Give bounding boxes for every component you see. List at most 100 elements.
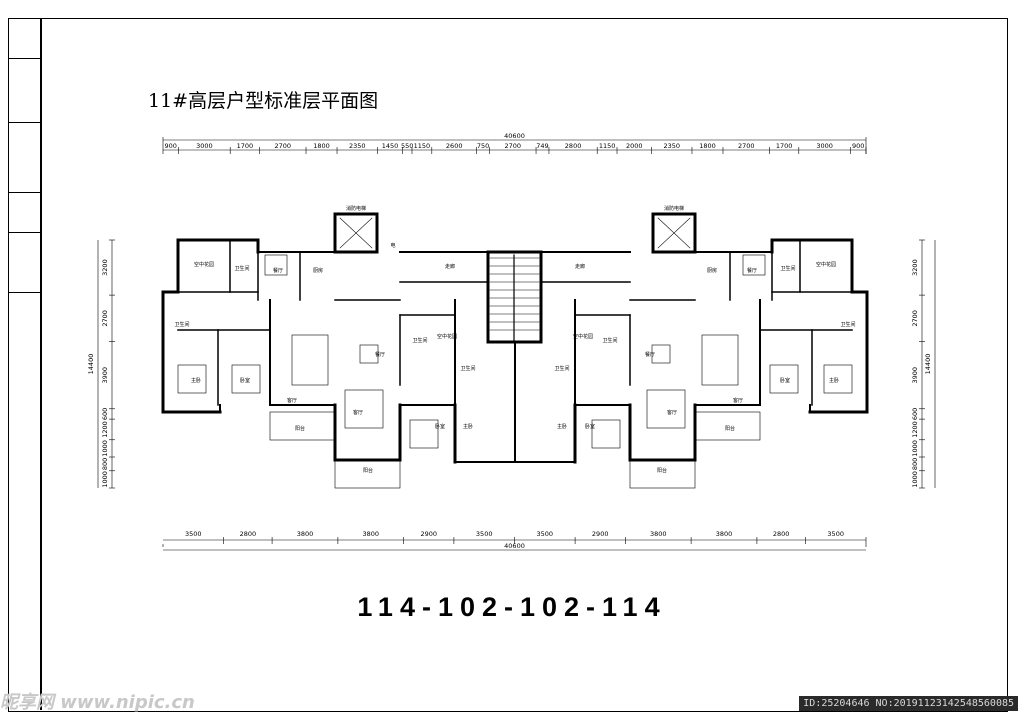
table-outline [742, 254, 766, 276]
bottom-dimension-label: 2800 [773, 530, 790, 538]
left-dimension-label: 3200 [101, 259, 109, 276]
elevator-shaft [333, 212, 379, 254]
room-label-balcony: 阳台 [657, 467, 667, 474]
bottom-dimension-label: 3500 [476, 530, 493, 538]
bottom-dimension-label: 3800 [297, 530, 314, 538]
room-label-air-garden: 空中花园 [194, 261, 214, 268]
unit-code: 114-102-102-114 [357, 592, 667, 622]
room-label-master-bedroom: 主卧 [829, 377, 839, 384]
room-label-dining: 餐厅 [273, 267, 283, 274]
top-dimension-label: 2700 [274, 142, 291, 150]
room-label-living: 客厅 [667, 409, 677, 416]
room-label-bathroom: 卫生间 [554, 365, 569, 372]
room-label-bathroom: 卫生间 [780, 265, 795, 272]
room-label-kitchen: 厨房 [707, 267, 717, 274]
room-label-bathroom: 卫生间 [460, 365, 475, 372]
room-label-bathroom: 卫生间 [840, 321, 855, 328]
elevator-label: 消防电梯 [664, 205, 684, 212]
bed-outline [177, 364, 207, 394]
elevator-cross [657, 217, 691, 249]
right-dimension-label: 3900 [911, 367, 919, 384]
table-outline [651, 344, 671, 364]
title-block [8, 18, 40, 710]
room-label-air-garden: 空中花园 [437, 333, 457, 340]
top-dimension-label: 1150 [414, 142, 431, 150]
bottom-dimension-label: 3500 [827, 530, 844, 538]
bottom-dimension-label: 2900 [421, 530, 438, 538]
room-label-living: 客厅 [287, 397, 297, 404]
drawing-frame [8, 18, 1008, 712]
top-dimension-label: 2600 [446, 142, 463, 150]
title-block-cell [8, 58, 40, 123]
room-label-living: 客厅 [733, 397, 743, 404]
room-label-living: 客厅 [353, 409, 363, 416]
room-label-air-garden: 空中花园 [816, 261, 836, 268]
bed-outline [231, 364, 261, 394]
room-label-bedroom: 卧室 [585, 423, 595, 430]
right-dimension-label: 800 [911, 458, 919, 470]
room-label-bedroom: 卧室 [435, 423, 445, 430]
bottom-dimension-total-label: 40600 [504, 542, 525, 550]
sofa-outline [701, 334, 739, 386]
top-dimension-label: 900 [165, 142, 177, 150]
top-dimension-label: 550 [401, 142, 413, 150]
top-dimension-label: 1700 [237, 142, 254, 150]
room-label-bathroom: 卫生间 [174, 321, 189, 328]
sofa-outline [291, 334, 329, 386]
title-block-cell [8, 18, 40, 59]
table-outline [359, 344, 379, 364]
balcony-outline [694, 411, 761, 441]
balcony-outline [269, 411, 336, 441]
sofa-outline [646, 389, 686, 429]
elevator-cross [339, 217, 373, 249]
walls [161, 212, 869, 489]
balcony-outline [334, 459, 401, 489]
elevator-shaft [651, 212, 697, 254]
room-label-bathroom: 卫生间 [602, 337, 617, 344]
room-label-balcony: 阳台 [363, 467, 373, 474]
top-dimension-label: 1450 [382, 142, 399, 150]
top-dimension-label: 900 [852, 142, 864, 150]
top-dimension-label: 3000 [816, 142, 833, 150]
left-dimension-label: 1200 [101, 421, 109, 438]
sofa-outline [344, 389, 384, 429]
left-dimension-label: 2700 [101, 310, 109, 327]
right-dimension-label: 1000 [911, 440, 919, 457]
top-dimension-total-label: 40600 [504, 132, 525, 140]
top-dimension-label: 2000 [626, 142, 643, 150]
right-dimension-label: 3200 [911, 259, 919, 276]
room-label-dining: 餐厅 [747, 267, 757, 274]
left-dimension-label: 1000 [101, 471, 109, 488]
right-dimension-label: 1000 [911, 471, 919, 488]
watermark-id: ID:25204646 NO:20191123142548560085 [799, 696, 1018, 711]
bottom-dimension-label: 3800 [650, 530, 667, 538]
top-dimension-label: 749 [536, 142, 548, 150]
bed-outline [823, 364, 853, 394]
top-dimension-label: 2700 [738, 142, 755, 150]
top-dimension-label: 750 [477, 142, 489, 150]
room-label-stair: 电 [390, 242, 395, 249]
top-dimension-label: 2700 [505, 142, 522, 150]
room-label-bedroom: 卧室 [240, 377, 250, 384]
bottom-dimension-label: 2800 [240, 530, 257, 538]
bottom-dimension-label: 3500 [185, 530, 202, 538]
bed-outline [591, 419, 621, 449]
title-block-cell [8, 122, 40, 193]
room-labels: 消防电梯空中花园卫生间餐厅厨房卫生间主卧卧室客厅阳台阳台客厅餐厅卫生间空中花园卧… [174, 205, 855, 474]
bottom-dimension-label: 3500 [537, 530, 554, 538]
bottom-dimension-label: 3800 [363, 530, 380, 538]
top-dimension-label: 2350 [663, 142, 680, 150]
watermark-logo: 昵享网 www.nipic.cn [0, 692, 195, 713]
room-label-air-garden: 空中花园 [573, 333, 593, 340]
balcony-outline [629, 459, 696, 489]
left-dimension-total-label: 14400 [87, 354, 95, 375]
room-label-corridor: 走廊 [445, 263, 455, 270]
top-dimension-label: 1800 [699, 142, 716, 150]
top-dimension-label: 1700 [776, 142, 793, 150]
room-label-dining: 餐厅 [645, 351, 655, 358]
bottom-dimension-label: 3800 [716, 530, 733, 538]
title-block-cell [8, 192, 40, 233]
drawing-title: 11#高层户型标准层平面图 [148, 90, 379, 112]
room-label-balcony: 阳台 [725, 425, 735, 432]
